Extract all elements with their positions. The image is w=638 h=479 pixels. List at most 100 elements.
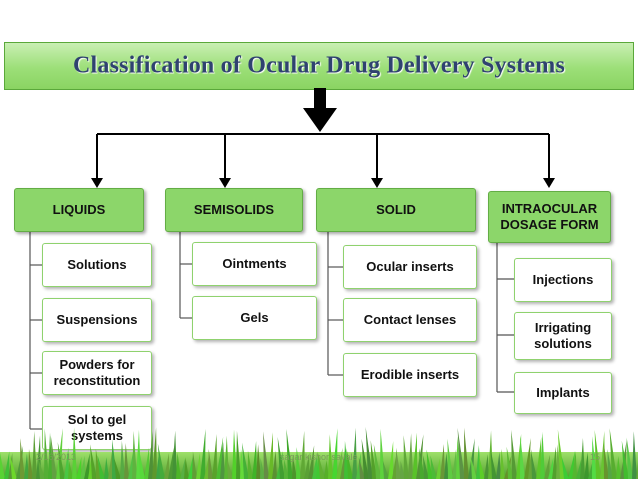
grass-blade <box>361 438 369 479</box>
grass-blade <box>64 447 69 479</box>
grass-blade <box>572 451 577 479</box>
grass-blade <box>188 456 193 479</box>
grass-blade <box>388 441 394 479</box>
grass-blade <box>382 460 389 479</box>
grass-blade <box>352 427 357 479</box>
grass-blade <box>277 436 285 479</box>
grass-blade <box>500 448 505 479</box>
arrow-semisolids <box>219 178 231 188</box>
grass-blade <box>68 460 73 479</box>
grass-blade <box>84 453 90 479</box>
grass-blade <box>104 457 109 479</box>
grass-blade <box>317 451 325 479</box>
item-ointments: Ointments <box>192 242 317 286</box>
grass-blade <box>180 458 185 479</box>
grass-blade <box>284 459 289 479</box>
grass-blade <box>511 429 517 479</box>
grass-blade <box>561 456 569 479</box>
grass-blade <box>536 436 542 479</box>
grass-blade <box>332 428 338 479</box>
grass-blade <box>242 442 249 479</box>
title-banner: Classification of Ocular Drug Delivery S… <box>4 42 634 90</box>
arrow-intraocular <box>543 178 555 188</box>
grass-blade <box>120 440 125 479</box>
grass-blade <box>609 428 617 479</box>
grass-blade <box>324 460 329 479</box>
grass-blade <box>373 444 381 479</box>
grass-blade <box>252 441 257 479</box>
grass-blade <box>204 456 209 479</box>
grass-blade <box>540 431 545 479</box>
grass-blade <box>412 432 417 479</box>
item-injections: Injections <box>514 258 612 302</box>
grass-blade <box>0 452 5 479</box>
grass-blade <box>616 455 621 479</box>
grass-blade <box>548 457 554 479</box>
grass-blade <box>484 454 489 479</box>
grass-blade <box>32 430 37 479</box>
grass-blade <box>124 443 129 479</box>
grass-blade <box>340 447 346 479</box>
grass-blade <box>464 427 469 479</box>
grass-blade <box>268 432 274 479</box>
item-solutions: Solutions <box>42 243 152 287</box>
grass-blade <box>400 460 405 479</box>
grass-blade <box>408 433 413 479</box>
grass-blade <box>168 447 174 479</box>
item-irrigating-solutions: Irrigating solutions <box>514 312 612 360</box>
grass-blade <box>580 438 585 479</box>
grass-blade <box>132 430 137 479</box>
grass-blade <box>200 428 206 479</box>
grass-blade <box>600 430 605 479</box>
grass-blade <box>470 456 477 479</box>
grass-blade <box>196 453 201 479</box>
grass-blade <box>256 444 261 479</box>
footer-page-number: 15 <box>590 452 601 462</box>
grass-blade <box>247 450 253 479</box>
grass-blade <box>260 457 265 479</box>
grass-blade <box>152 427 157 479</box>
grass-blade <box>157 443 165 479</box>
grass-blade <box>392 455 397 479</box>
grass-blade <box>164 453 169 479</box>
grass-blade <box>292 455 297 479</box>
grass-blade <box>426 449 433 479</box>
grass-blade <box>621 440 629 479</box>
grass-blade <box>272 450 277 479</box>
grass-blade <box>114 458 121 479</box>
item-gels: Gels <box>192 296 317 340</box>
grass-blade <box>300 430 305 479</box>
footer-author: sagar kishor savale <box>280 452 358 462</box>
grass-blade <box>403 435 409 479</box>
grass-blade <box>192 451 197 479</box>
grass-blade <box>208 449 213 479</box>
grass-blade <box>50 435 57 479</box>
grass-blade <box>308 445 315 479</box>
grass-blade <box>531 451 537 479</box>
grass-blade <box>236 430 241 479</box>
grass-blade <box>184 457 189 479</box>
category-solid: SOLID <box>316 188 476 232</box>
grass-blade <box>576 459 582 479</box>
grass-blade <box>97 455 105 479</box>
grass-blade <box>57 442 65 479</box>
grass-blade <box>457 427 465 479</box>
grass-blade <box>226 458 233 479</box>
grass-blade <box>496 451 501 479</box>
grass-blade <box>20 438 25 479</box>
arrow-liquids <box>91 178 103 188</box>
category-intraocular: INTRAOCULAR DOSAGE FORM <box>488 191 611 243</box>
grass-blade <box>286 428 293 479</box>
grass-blade <box>418 448 425 479</box>
grass-blade <box>478 455 485 479</box>
category-liquids: LIQUIDS <box>14 188 144 232</box>
grass-blade <box>584 452 589 479</box>
grass-blade <box>552 446 557 479</box>
grass-blade <box>44 428 49 479</box>
grass-blade <box>176 452 181 479</box>
grass-blade <box>436 458 441 479</box>
grass-blade <box>607 449 613 479</box>
grass-blade <box>10 455 17 479</box>
grass-blade <box>220 442 225 479</box>
